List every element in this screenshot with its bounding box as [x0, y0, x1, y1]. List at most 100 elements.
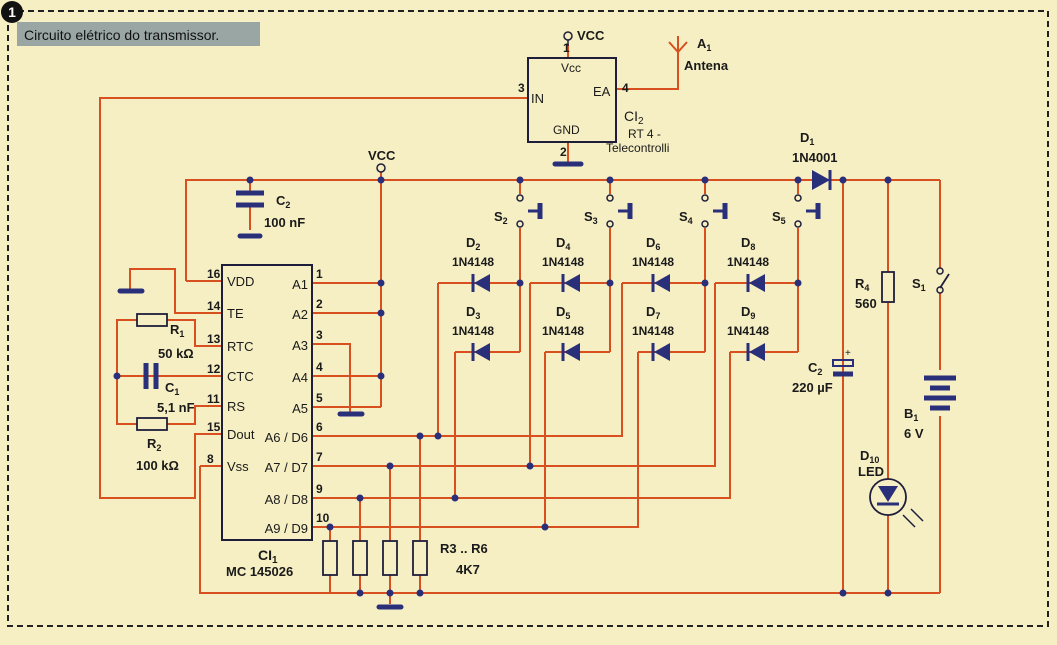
- r2-ref: R2: [147, 436, 161, 453]
- ci1-pin-label: A6 / D6: [265, 430, 308, 445]
- d10-ref: D10: [860, 448, 879, 465]
- c2-elec-ref: C2: [808, 360, 822, 377]
- ci1-pin-label: Vss: [227, 459, 249, 474]
- junction-dot: [606, 279, 614, 287]
- ci1-pin-number: 10: [316, 511, 330, 525]
- figure-caption: Circuito elétrico do transmissor.: [24, 27, 219, 43]
- ci1-pin-label: A2: [292, 307, 308, 322]
- resistor-r1: [136, 313, 168, 327]
- diode-value: 1N4148: [542, 255, 584, 269]
- ci1-pin-number: 9: [316, 482, 323, 496]
- ci1-pin-label: A7 / D7: [265, 460, 308, 475]
- junction-dot: [416, 589, 424, 597]
- r2-value: 100 kΩ: [136, 458, 179, 473]
- junction-dot: [541, 523, 549, 531]
- junction-dot: [884, 176, 892, 184]
- junction-dot: [526, 462, 534, 470]
- junction-dots: [113, 176, 892, 597]
- antenna-icon: [668, 36, 688, 54]
- diode-value: 1N4148: [542, 324, 584, 338]
- diode-symbol: [654, 274, 670, 292]
- diode-ref: D2: [466, 235, 480, 252]
- ci2-pin-vcc-label: Vcc: [561, 61, 581, 75]
- ci1-pin-label: A5: [292, 401, 308, 416]
- diode-symbol: [749, 274, 765, 292]
- junction-dot: [794, 176, 802, 184]
- r3-r6-ref: R3 .. R6: [440, 541, 488, 556]
- svg-text:+: +: [845, 348, 851, 359]
- junction-dot: [516, 279, 524, 287]
- antenna-label: Antena: [684, 58, 729, 73]
- junction-dot: [377, 176, 385, 184]
- ci2-pin3: 3: [518, 81, 525, 95]
- capacitor-c1: [143, 363, 159, 389]
- c1-value: 5,1 nF: [157, 400, 195, 415]
- junction-dot: [356, 494, 364, 502]
- diode-symbol: [474, 274, 490, 292]
- junction-dot: [377, 372, 385, 380]
- junction-dot: [377, 279, 385, 287]
- d1-value: 1N4001: [792, 150, 838, 165]
- switch-contact: [606, 220, 614, 228]
- d10-value: LED: [858, 464, 884, 479]
- switch-ref: S2: [494, 209, 508, 226]
- ci1-pin-number: 14: [207, 299, 221, 313]
- ci1-pin-label: A9 / D9: [265, 521, 308, 536]
- junction-dot: [113, 372, 121, 380]
- c2-top-value: 100 nF: [264, 215, 305, 230]
- diode-ref: D4: [556, 235, 570, 252]
- ci1-pin-label: A8 / D8: [265, 492, 308, 507]
- diode-value: 1N4148: [452, 255, 494, 269]
- ci1-pin-number: 11: [207, 392, 220, 406]
- ci1-pin-label: RTC: [227, 339, 253, 354]
- battery-b1-icon: [918, 370, 962, 416]
- switch-gap: [606, 194, 614, 228]
- figure-frame: [7, 10, 1049, 627]
- ci2-pin4: 4: [622, 81, 629, 95]
- switch-contact: [606, 194, 614, 202]
- ci2-name-line2: Telecontrolli: [606, 141, 669, 155]
- junction-dot: [701, 176, 709, 184]
- diode-symbol: [474, 343, 490, 361]
- junction-dot: [377, 309, 385, 317]
- led-d10-icon: [869, 478, 924, 528]
- ci2-vcc-terminal: [563, 31, 573, 41]
- junction-dot: [386, 589, 394, 597]
- ci2-vcc-label: VCC: [577, 28, 605, 43]
- ci1-pin-number: 5: [316, 391, 323, 405]
- junction-dot: [884, 589, 892, 597]
- ci1-pin-number: 8: [207, 452, 214, 466]
- d1-ref: D1: [800, 130, 814, 147]
- junction-dot: [434, 432, 442, 440]
- switch-contact: [516, 220, 524, 228]
- c2-top-ref: C2: [276, 193, 290, 210]
- junction-dot: [386, 462, 394, 470]
- ci1-pin-label: RS: [227, 399, 245, 414]
- diode-d1: [812, 170, 832, 190]
- junction-dot: [416, 432, 424, 440]
- diode-value: 1N4148: [632, 255, 674, 269]
- resistor-r4: [881, 271, 895, 303]
- switch-contact: [794, 194, 802, 202]
- diode-symbol: [564, 343, 580, 361]
- switch-ref: S3: [584, 209, 598, 226]
- ci1-pin-number: 15: [207, 420, 221, 434]
- diode-symbol: [749, 343, 765, 361]
- r1-value: 50 kΩ: [158, 346, 194, 361]
- resistor-r2: [136, 417, 168, 431]
- ci1-encoder-chip: [221, 264, 313, 541]
- resistors-r3-r6: [322, 540, 428, 610]
- junction-dot: [326, 523, 334, 531]
- ci1-pin-label: CTC: [227, 369, 254, 384]
- r4-value: 560: [855, 296, 877, 311]
- diode-ref: D8: [741, 235, 755, 252]
- switch-ref: S4: [679, 209, 693, 226]
- antenna-ref: A1: [697, 36, 711, 53]
- junction-dot: [701, 279, 709, 287]
- ci1-pin-number: 4: [316, 360, 323, 374]
- switch-contact: [516, 194, 524, 202]
- diode-value: 1N4148: [727, 255, 769, 269]
- ci2-ref: CI2: [624, 108, 644, 127]
